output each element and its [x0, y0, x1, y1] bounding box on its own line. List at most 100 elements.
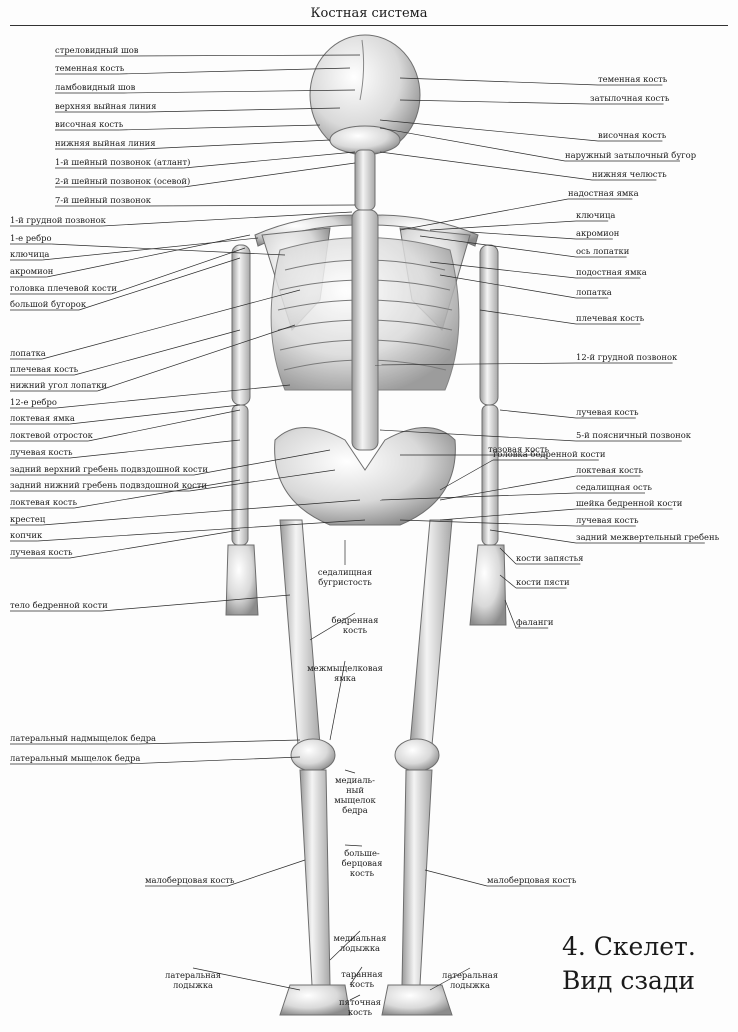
label-left-15: лопатка: [10, 348, 46, 358]
label-right-14: 5-й поясничный позвонок: [576, 430, 691, 440]
label-right-12: 12-й грудной позвонок: [576, 352, 677, 362]
label-right-6: ключица: [576, 210, 615, 220]
label-center-8: латеральная лодыжка: [165, 970, 221, 990]
label-center-5: медиальная лодыжка: [334, 933, 387, 953]
label-right-18: седалищная ость: [576, 482, 652, 492]
leader-line: [400, 78, 598, 85]
leader-line: [97, 325, 295, 391]
label-left-1: теменная кость: [55, 63, 124, 73]
label-left-8: 7-й шейный позвонок: [55, 195, 151, 205]
label-right-7: акромион: [576, 228, 619, 238]
label-left-28: тело бедренной кости: [10, 600, 108, 610]
label-right-16: головка бедренной кости: [493, 449, 606, 459]
label-right-4: нижняя челюсть: [592, 169, 667, 179]
leader-line: [125, 757, 300, 764]
leader-line: [74, 330, 240, 375]
label-center-2: межмыщелковая ямка: [307, 663, 383, 683]
leader-line: [70, 405, 240, 424]
label-right-8: ось лопатки: [576, 246, 629, 256]
label-left-31: малоберцовая кость: [145, 875, 234, 885]
leader-line: [142, 140, 330, 149]
leader-line: [440, 275, 576, 298]
label-left-13: головка плечевой кости: [10, 283, 117, 293]
label-left-29: латеральный надмыщелок бедра: [10, 733, 156, 743]
label-right-0: теменная кость: [598, 74, 667, 84]
leader-line: [228, 860, 305, 886]
leader-line: [490, 530, 576, 543]
label-center-1: бедренная кость: [332, 615, 379, 635]
label-left-4: височная кость: [55, 119, 123, 129]
label-center-6: таранная кость: [341, 969, 382, 989]
leader-line: [51, 244, 285, 255]
label-left-0: стреловидный шов: [55, 45, 139, 55]
label-right-23: кости пясти: [516, 577, 570, 587]
leader-line: [500, 410, 576, 418]
thoracolumbar-spine: [352, 210, 378, 450]
cervical-spine: [355, 150, 375, 210]
label-right-22: кости запястья: [516, 553, 583, 563]
label-left-16: плечевая кость: [10, 364, 78, 374]
label-left-10: 1-е ребро: [10, 233, 52, 243]
leader-line: [142, 205, 355, 206]
label-right-10: лопатка: [576, 287, 612, 297]
label-left-11: ключица: [10, 249, 49, 259]
leader-line: [70, 530, 240, 558]
figure-title: 4. Скелет. Вид сзади: [562, 930, 696, 998]
leader-line: [380, 152, 592, 180]
label-left-20: локтевой отросток: [10, 430, 93, 440]
label-center-0: седалищная бугристость: [318, 567, 372, 587]
label-left-27: лучевая кость: [10, 547, 73, 557]
right-hand: [470, 545, 506, 625]
leader-line: [440, 509, 576, 520]
leader-line: [440, 476, 576, 500]
label-right-13: лучевая кость: [576, 407, 639, 417]
label-left-14: большой бугорок: [10, 299, 86, 309]
figure-number-title: 4. Скелет.: [562, 930, 696, 964]
label-left-26: копчик: [10, 530, 42, 540]
leader-line: [400, 100, 590, 104]
label-right-5: надостная ямка: [568, 188, 639, 198]
label-left-9: 1-й грудной позвонок: [10, 215, 106, 225]
leader-line: [88, 410, 240, 441]
label-right-24: фаланги: [516, 617, 553, 627]
leader-line: [345, 770, 355, 773]
right-femur: [410, 520, 452, 745]
left-hand: [226, 545, 258, 615]
label-right-11: плечевая кость: [576, 313, 644, 323]
right-forearm: [482, 405, 498, 545]
leader-line: [111, 248, 245, 294]
label-left-3: верхняя выйная линия: [55, 101, 156, 111]
label-right-19: шейка бедренной кости: [576, 498, 682, 508]
leader-line: [470, 232, 576, 239]
left-femur: [280, 520, 320, 745]
label-left-30: латеральный мыщелок бедра: [10, 753, 140, 763]
label-left-17: нижний угол лопатки: [10, 380, 107, 390]
label-right-21: задний межвертельный гребень: [576, 532, 719, 542]
leader-line: [70, 440, 240, 458]
leader-line: [380, 128, 565, 161]
right-knee: [395, 739, 439, 771]
label-left-24: локтевая кость: [10, 497, 77, 507]
label-right-25: малоберцовая кость: [487, 875, 576, 885]
leader-line: [139, 740, 300, 744]
label-left-6: 1-й шейный позвонок (атлант): [55, 157, 190, 167]
label-left-19: локтевая ямка: [10, 413, 75, 423]
label-left-22: задний верхний гребень подвздошной кости: [10, 464, 208, 474]
left-humerus: [232, 245, 250, 405]
leader-line: [47, 235, 250, 277]
leader-line: [38, 520, 365, 541]
label-left-2: ламбовидный шов: [55, 82, 135, 92]
right-tibia: [402, 770, 432, 985]
label-right-1: затылочная кость: [590, 93, 669, 103]
left-tibia: [300, 770, 330, 985]
label-left-21: лучевая кость: [10, 447, 73, 457]
label-left-25: крестец: [10, 514, 45, 524]
leader-line: [184, 163, 355, 187]
label-right-20: лучевая кость: [576, 515, 639, 525]
label-left-23: задний нижний гребень подвздошной кости: [10, 480, 207, 490]
label-right-2: височная кость: [598, 130, 666, 140]
left-knee: [291, 739, 335, 771]
leader-line: [400, 199, 568, 230]
leader-line: [102, 595, 290, 611]
